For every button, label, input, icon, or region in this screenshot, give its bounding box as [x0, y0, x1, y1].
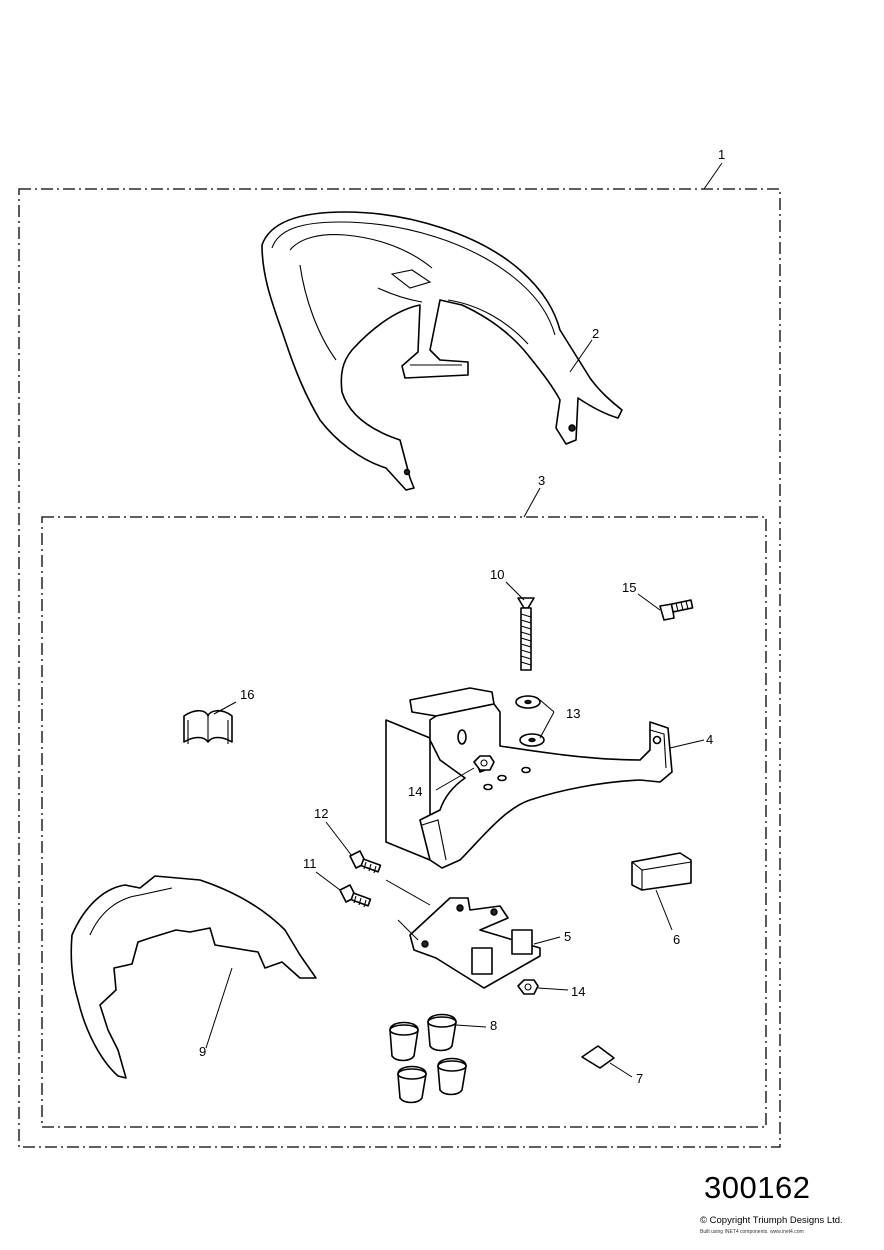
- drawing-number: 300162: [704, 1170, 811, 1205]
- callout-15: 15: [622, 580, 636, 595]
- build-credit: Built using INET4 components. www.inet4.…: [700, 1229, 804, 1235]
- pad-part: [581, 1045, 615, 1069]
- callout-5: 5: [564, 929, 571, 944]
- callout-1: 1: [718, 147, 725, 162]
- callout-7: 7: [636, 1071, 643, 1086]
- nut-lower-part: [517, 979, 539, 995]
- cover-part: [70, 875, 317, 1079]
- kit-outer-border: [18, 188, 781, 1148]
- kit-inner-border: [41, 516, 767, 1128]
- grab-rail-part: [261, 211, 623, 491]
- washers-part: [515, 695, 545, 747]
- callout-6: 6: [673, 932, 680, 947]
- book-icon: [183, 709, 233, 744]
- callout-2: 2: [592, 326, 599, 341]
- callout-9: 9: [199, 1044, 206, 1059]
- callout-8: 8: [490, 1018, 497, 1033]
- screw-11-part: [339, 884, 372, 908]
- callout-12: 12: [314, 806, 328, 821]
- callout-3: 3: [538, 473, 545, 488]
- grommets-part: [389, 1013, 467, 1104]
- block-part: [631, 852, 692, 891]
- mounting-bracket-part: [385, 687, 673, 869]
- callout-14b: 14: [571, 984, 585, 999]
- callout-4: 4: [706, 732, 713, 747]
- callout-14a: 14: [408, 784, 422, 799]
- callout-10: 10: [490, 567, 504, 582]
- copyright-notice: © Copyright Triumph Designs Ltd.: [700, 1215, 843, 1226]
- nut-upper-part: [473, 755, 495, 771]
- short-bolt-part: [659, 599, 694, 621]
- screw-12-part: [349, 850, 382, 874]
- callout-16: 16: [240, 687, 254, 702]
- long-bolt-part: [517, 597, 535, 671]
- callout-13: 13: [566, 706, 580, 721]
- plate-part: [409, 897, 541, 989]
- callout-11: 11: [303, 856, 317, 871]
